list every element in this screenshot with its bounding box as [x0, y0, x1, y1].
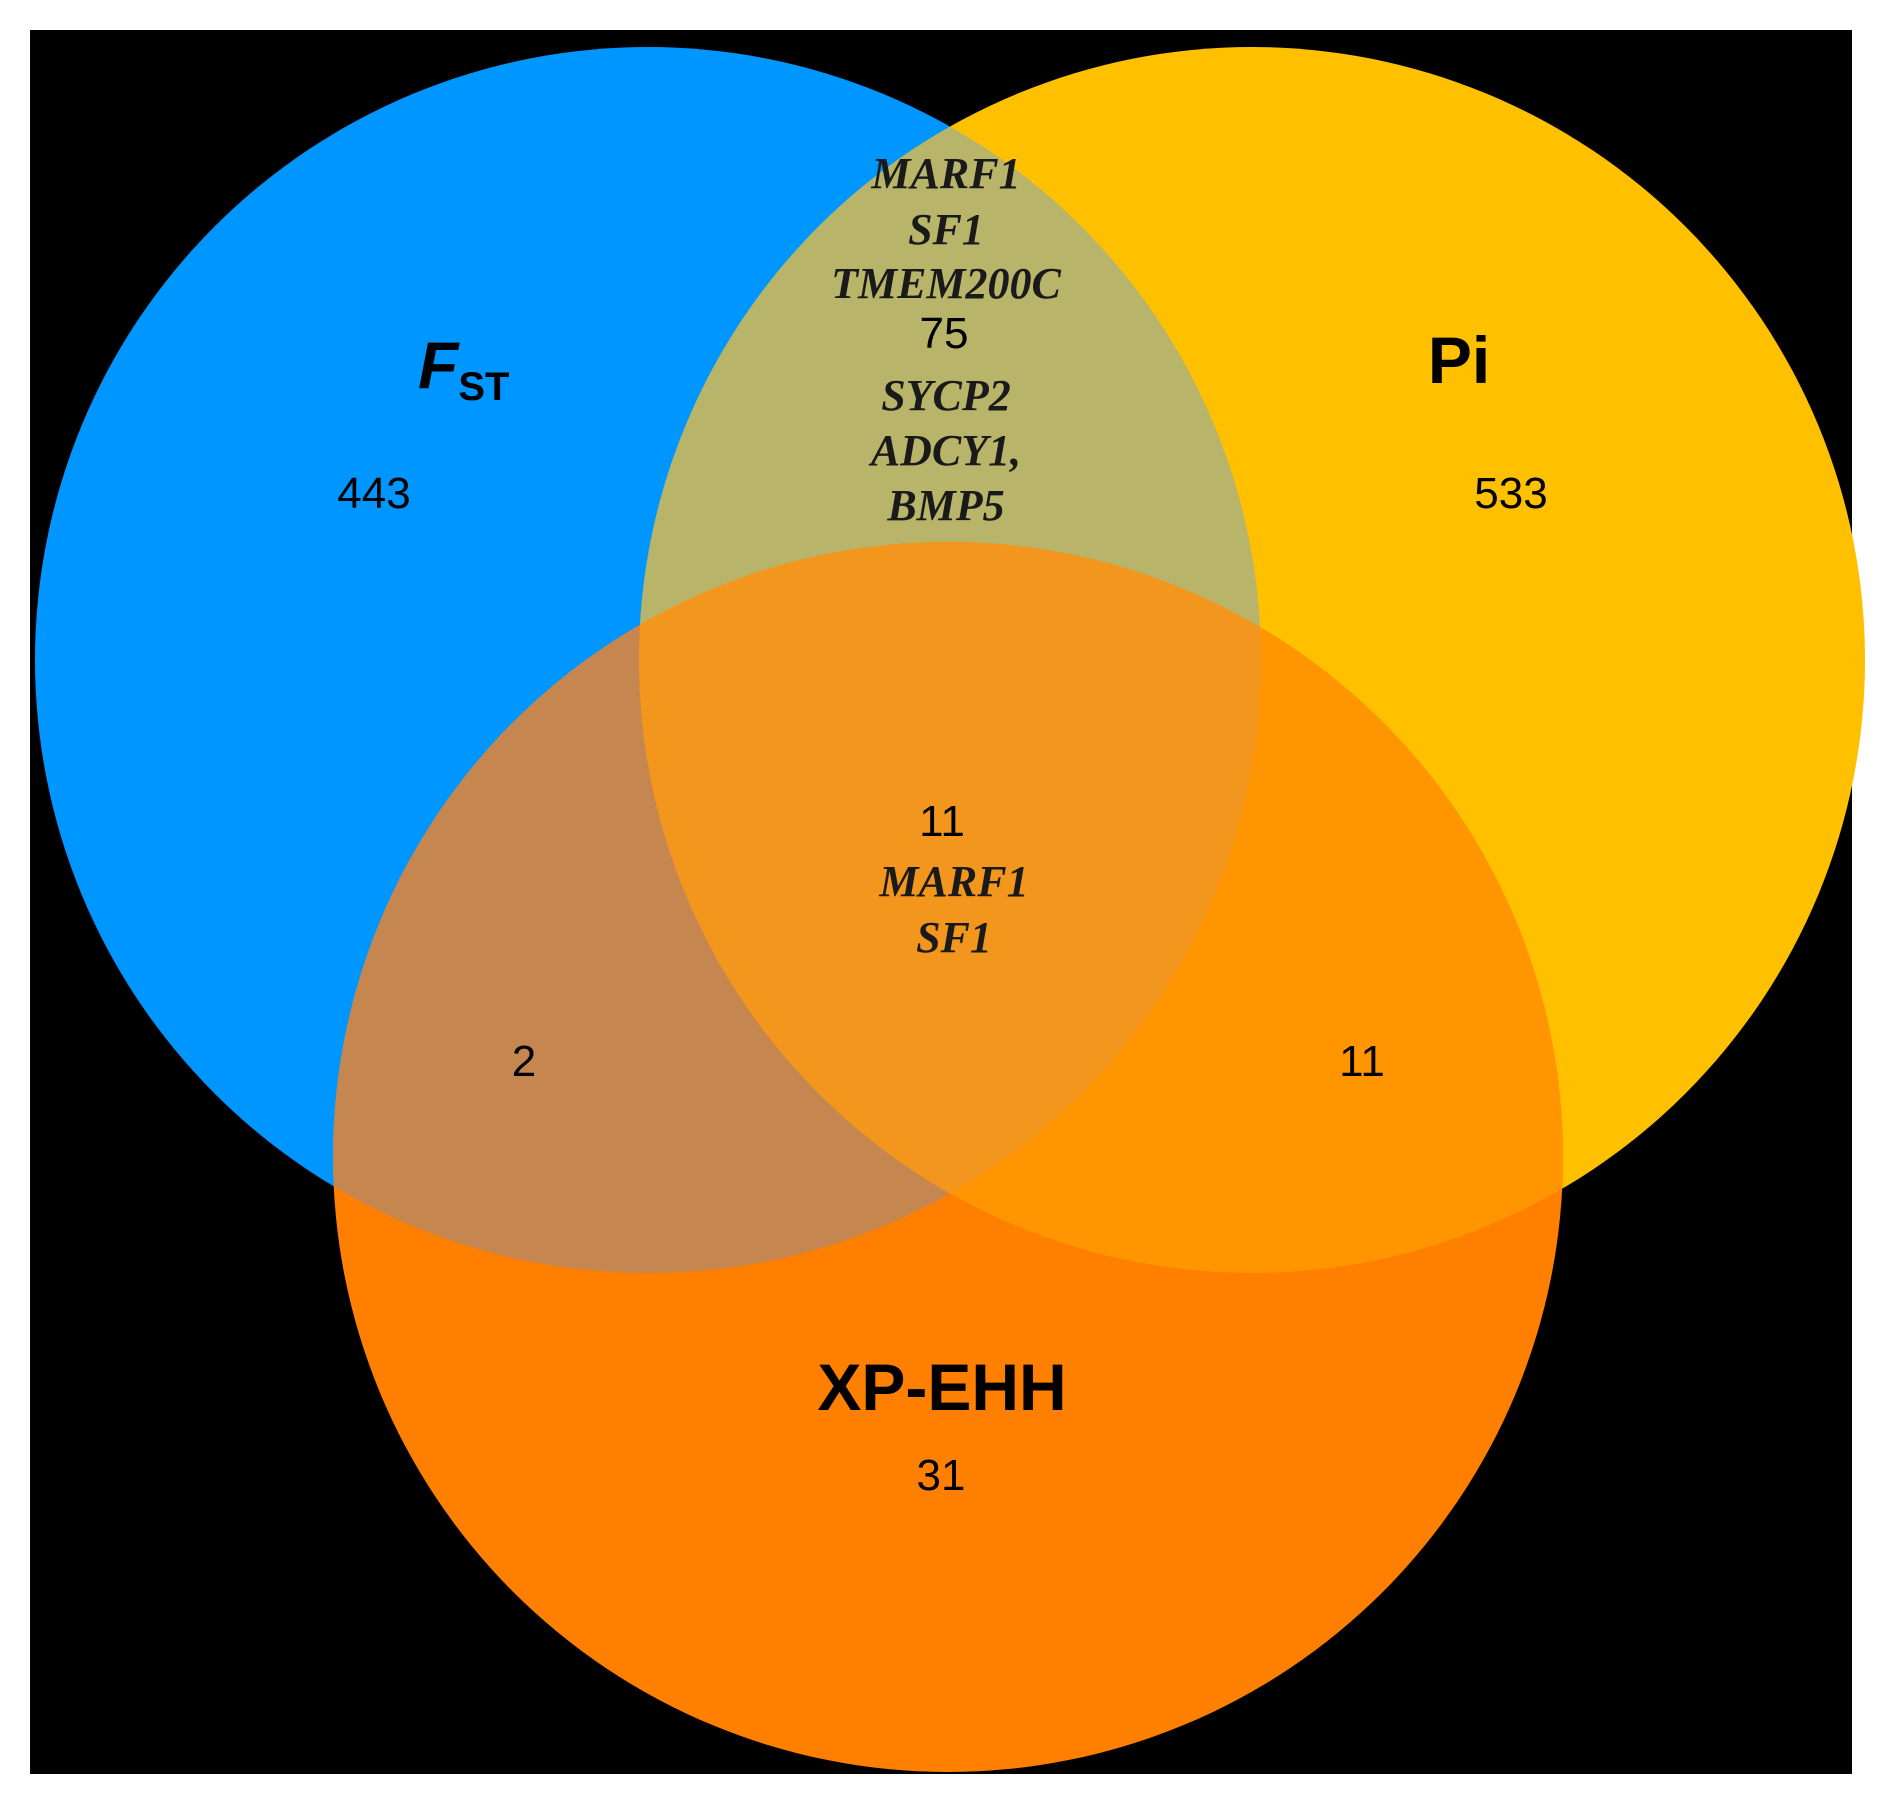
all-count: 11: [919, 797, 965, 846]
fst-pi-gene: TMEM200C: [831, 259, 1061, 308]
fst-label-sub: ST: [458, 365, 509, 409]
fst-pi-count: 75: [920, 309, 969, 358]
fst-pi-gene: SYCP2: [881, 371, 1011, 420]
fst-label-main: F: [418, 328, 460, 402]
fst-xpehh-count: 2: [512, 1037, 536, 1086]
fst-pi-gene: SF1: [908, 205, 984, 254]
xpehh-only-count: 31: [917, 1451, 966, 1500]
xpehh-label: XP-EHH: [817, 1350, 1066, 1424]
fst-only-count: 443: [337, 469, 410, 518]
pi-only-count: 533: [1474, 469, 1547, 518]
fst-label: FST: [418, 328, 509, 409]
all-gene: MARF1: [878, 857, 1028, 906]
pi-label: Pi: [1428, 323, 1490, 397]
pi-xpehh-count: 11: [1339, 1037, 1385, 1086]
fst-pi-gene: ADCY1,: [868, 426, 1021, 475]
all-gene: SF1: [916, 913, 992, 962]
fst-pi-gene: MARF1: [870, 149, 1020, 198]
fst-pi-gene: BMP5: [886, 481, 1004, 530]
